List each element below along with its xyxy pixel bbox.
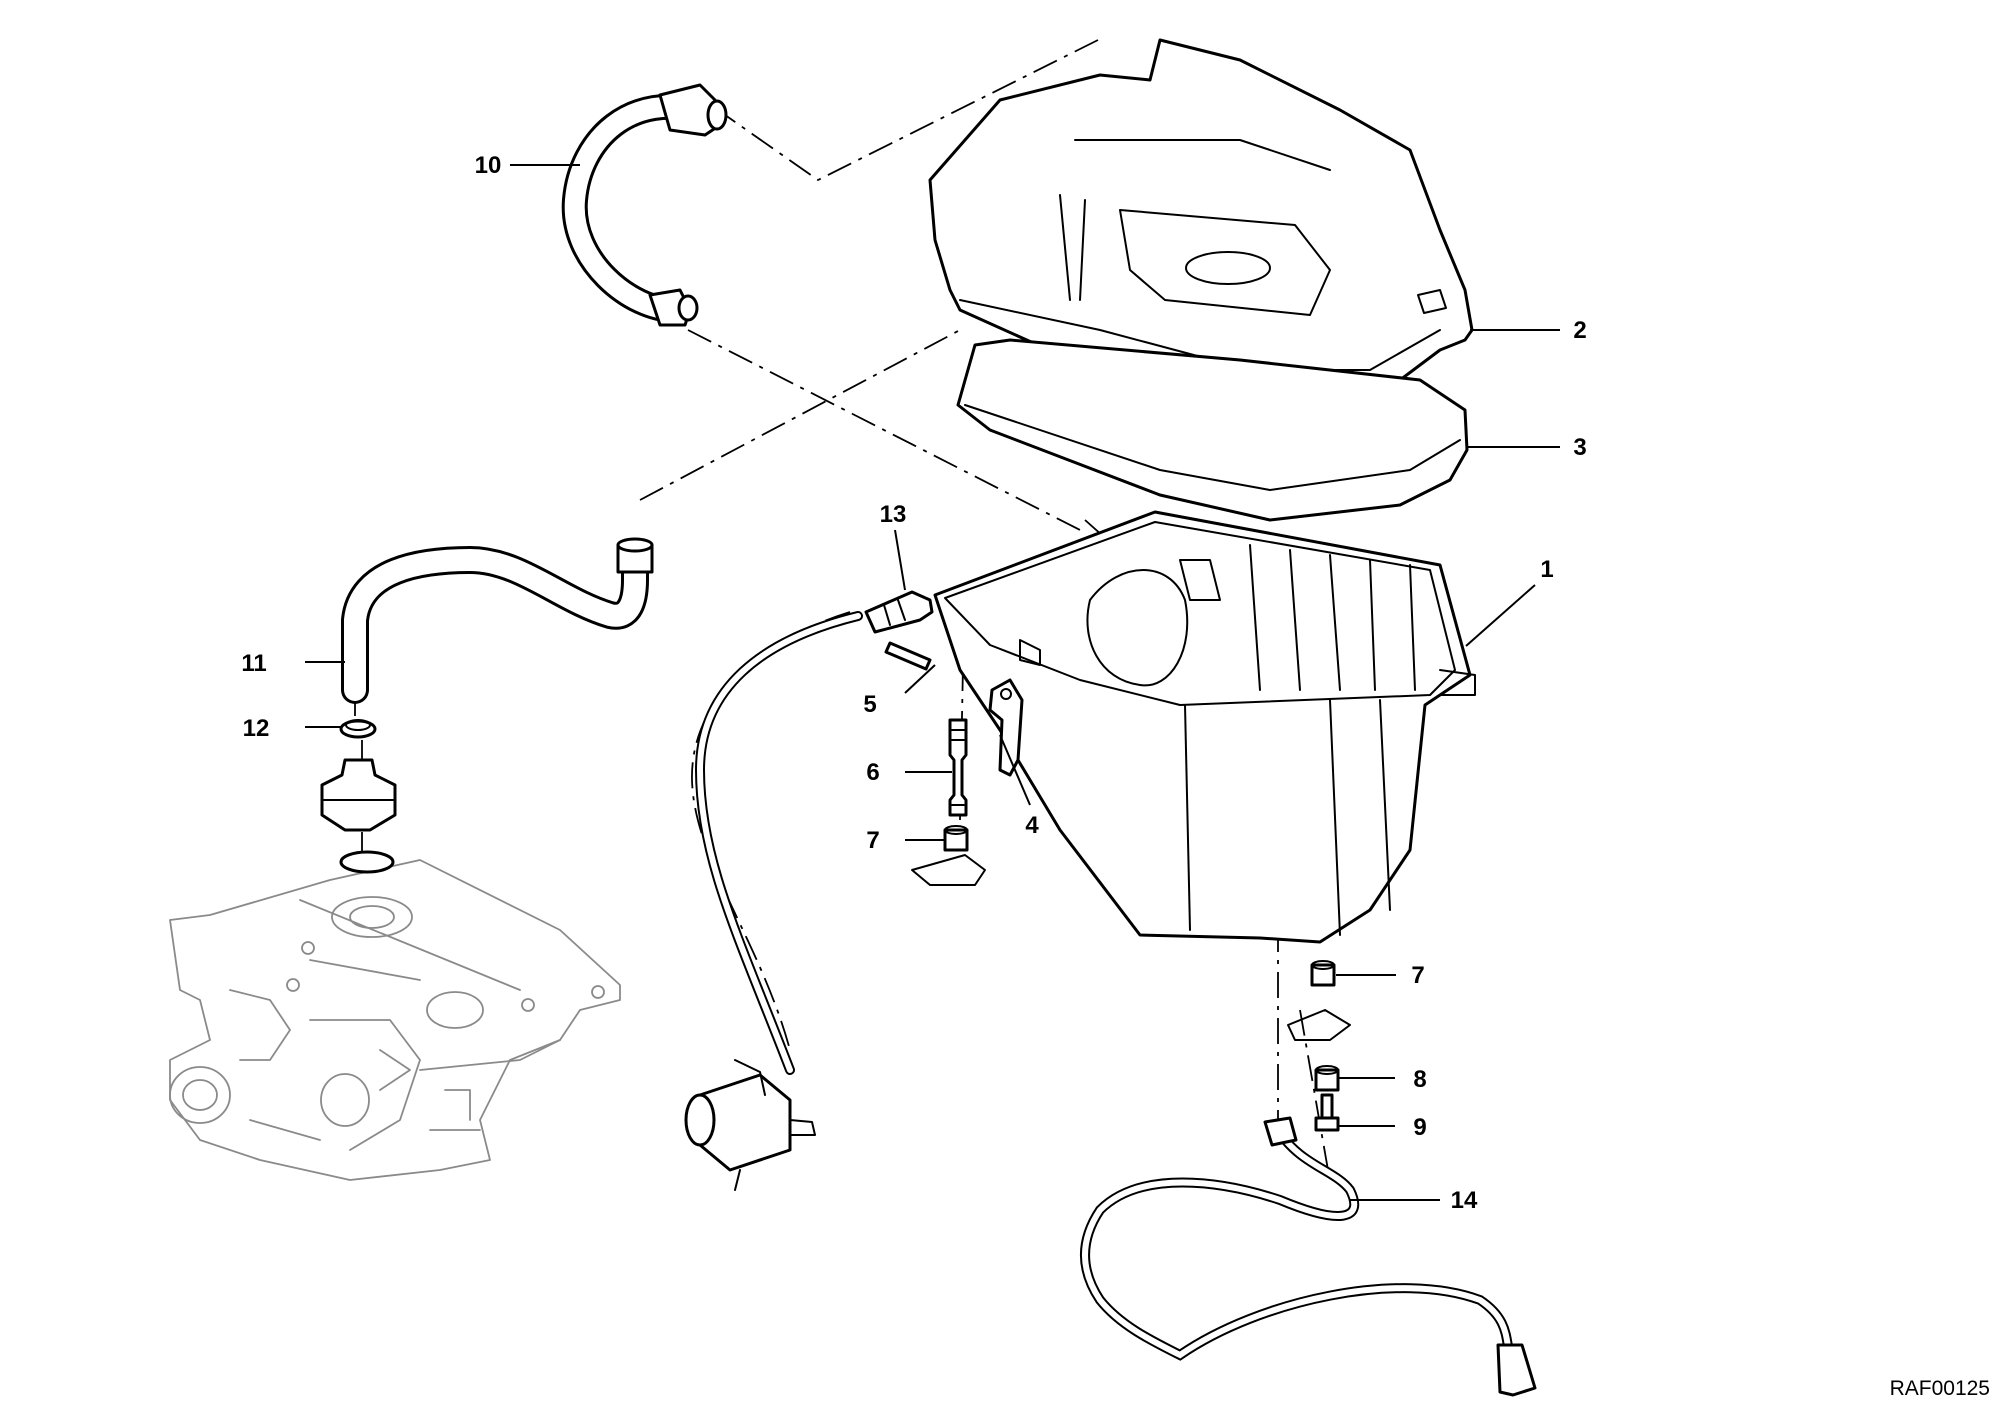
callout-5: 5 bbox=[863, 691, 876, 718]
part-9-bolt bbox=[1314, 1093, 1340, 1132]
fuel-pump bbox=[684, 1059, 816, 1191]
callout-6: 6 bbox=[866, 759, 879, 786]
sensor-hose bbox=[694, 611, 863, 1075]
part-13-sensor bbox=[864, 590, 934, 634]
callout-10: 10 bbox=[475, 152, 502, 179]
callout-13: 13 bbox=[880, 501, 907, 528]
leader-lines bbox=[305, 164, 1560, 1201]
part-8-washer bbox=[1314, 1065, 1340, 1092]
part-5-pin bbox=[884, 641, 932, 671]
callout-8: 8 bbox=[1413, 1066, 1426, 1093]
figure-reference-code: RAF00125 bbox=[1890, 1377, 1990, 1400]
breather-fitting bbox=[320, 758, 397, 874]
part-11-lower-breather-hose bbox=[341, 537, 654, 704]
callout-labels: 1 2 3 4 5 6 7 7 8 9 10 11 12 13 14 bbox=[241, 152, 1586, 1214]
part-14-drain-hose bbox=[1080, 1116, 1537, 1397]
part-4-bracket bbox=[988, 678, 1024, 777]
part-12-hose-clamp bbox=[339, 719, 377, 739]
callout-3: 3 bbox=[1573, 434, 1586, 461]
callout-7-left: 7 bbox=[866, 827, 879, 854]
callout-9: 9 bbox=[1413, 1114, 1426, 1141]
part-2-air-filter-cover bbox=[928, 38, 1474, 414]
part-10-upper-breather-hose bbox=[561, 83, 728, 327]
engine-block-background bbox=[169, 859, 621, 1181]
part-6-stud bbox=[948, 718, 968, 817]
callout-11: 11 bbox=[241, 650, 266, 677]
callout-2: 2 bbox=[1573, 317, 1586, 344]
part-3-air-filter-element bbox=[956, 338, 1469, 522]
part-7-grommet-right bbox=[1287, 960, 1351, 1041]
callout-14: 14 bbox=[1451, 1187, 1478, 1214]
callout-7-right: 7 bbox=[1411, 962, 1424, 989]
callout-1: 1 bbox=[1540, 556, 1553, 583]
callout-12: 12 bbox=[243, 715, 270, 742]
part-7-grommet-left bbox=[911, 825, 986, 886]
callout-4: 4 bbox=[1025, 812, 1039, 839]
